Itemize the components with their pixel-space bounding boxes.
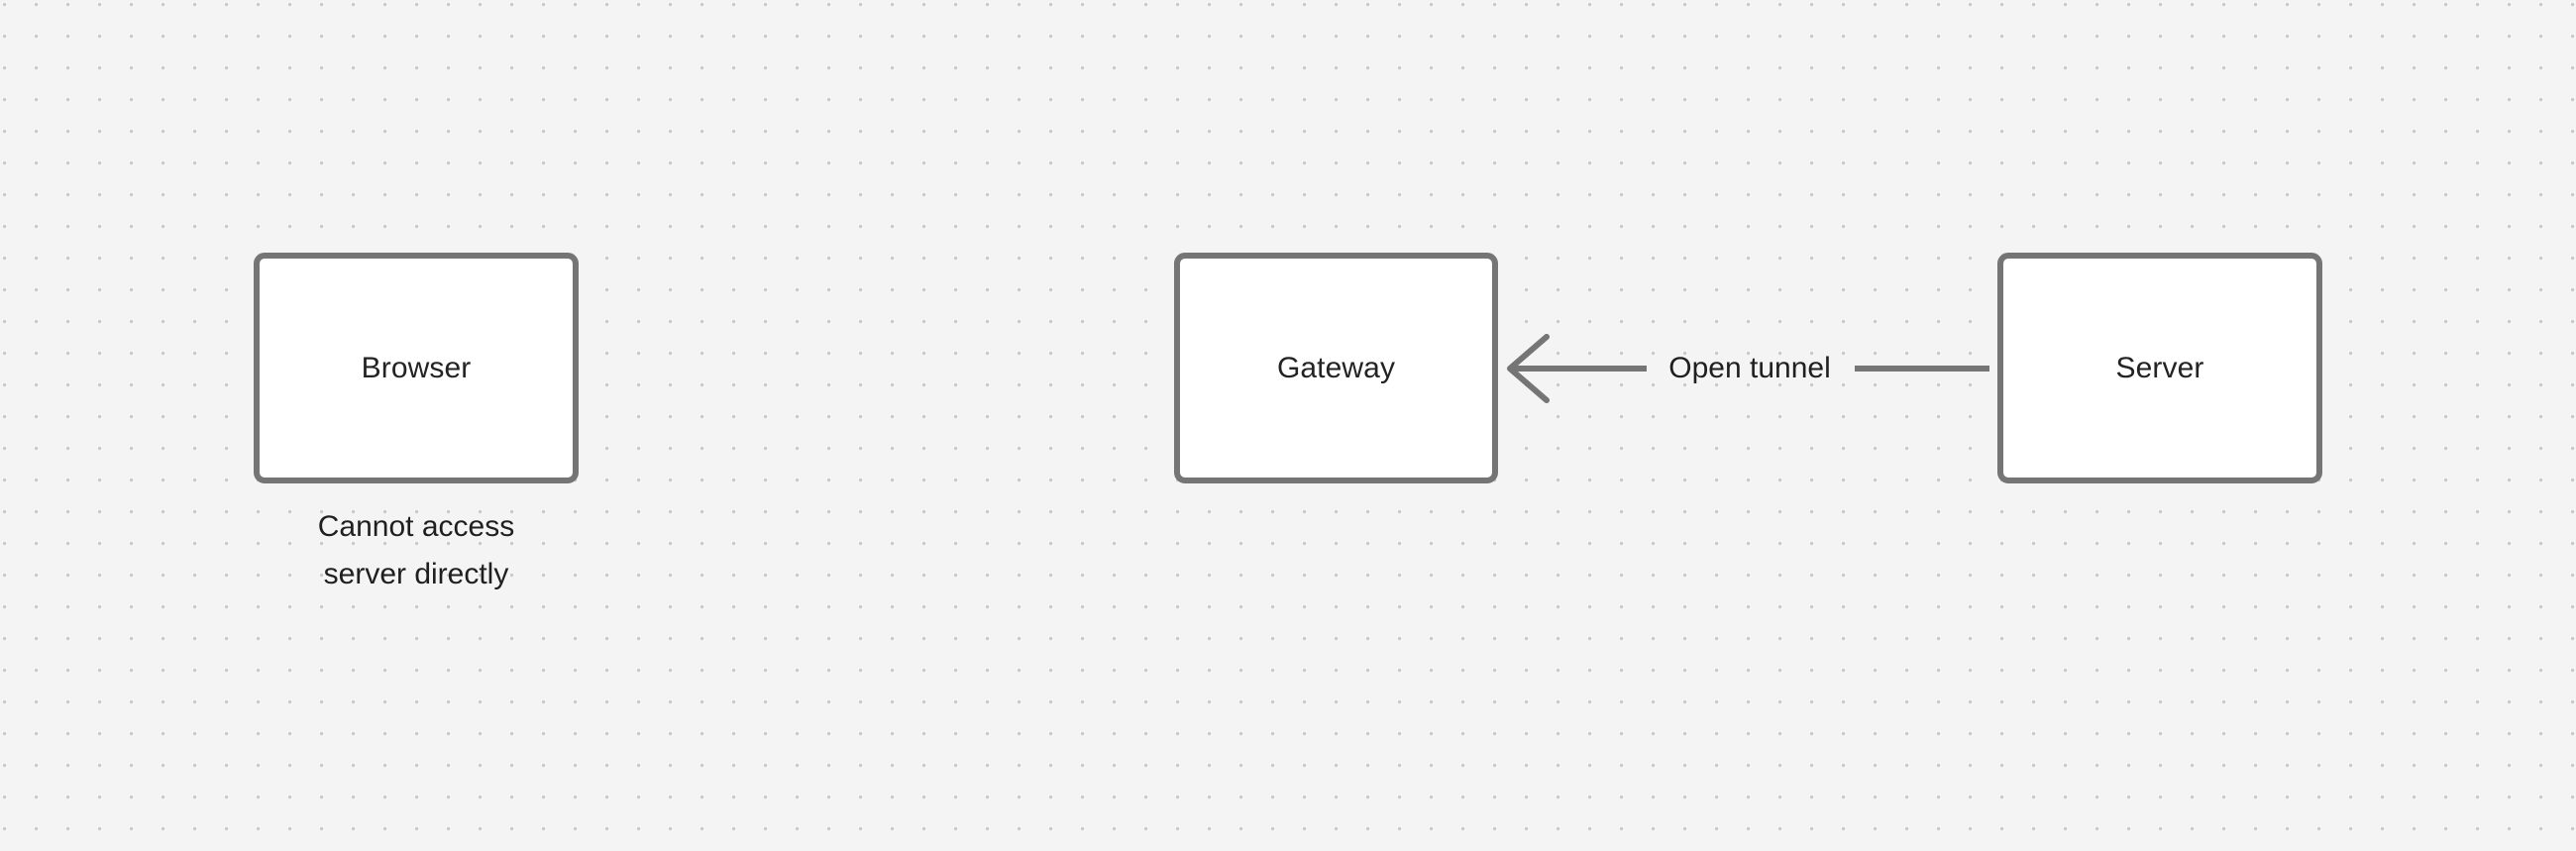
node-server-label: Server [2115,351,2204,384]
node-server[interactable]: Server [1997,253,2322,483]
node-browser-caption: Cannot access server directly [317,510,515,590]
edge-label-open-tunnel: Open tunnel [1668,352,1831,384]
node-gateway-label: Gateway [1276,351,1396,384]
arrowhead-icon [1507,334,1550,403]
node-browser[interactable]: Browser [254,253,579,483]
node-browser-label: Browser [361,351,472,384]
node-gateway[interactable]: Gateway [1174,253,1498,483]
